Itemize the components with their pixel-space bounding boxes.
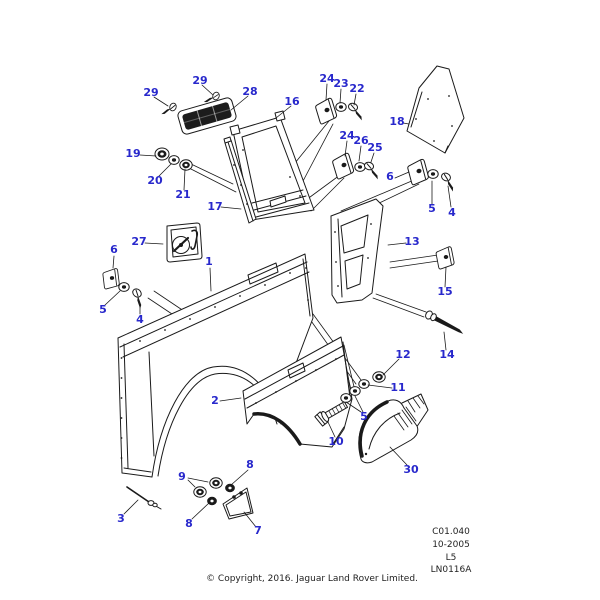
part-callout-30[interactable]: 30 [403, 462, 419, 476]
part-callout-6[interactable]: 6 [386, 169, 394, 183]
part-callout-15[interactable]: 15 [437, 284, 453, 298]
part-7-mounting-plate [222, 487, 254, 520]
part-callout-18[interactable]: 18 [389, 114, 405, 128]
part-callout-4[interactable]: 4 [448, 205, 456, 219]
part-15-clip [434, 245, 456, 270]
part-callout-11[interactable]: 11 [390, 380, 406, 394]
doc-ref-id: LN0116A [430, 565, 472, 576]
part-10-bolt [314, 401, 349, 427]
part-9-nut-b [209, 477, 223, 489]
part-callout-26[interactable]: 26 [353, 133, 369, 147]
part-callout-14[interactable]: 14 [439, 347, 455, 361]
part-callout-25[interactable]: 25 [367, 140, 383, 154]
part-3-drive-rivet [126, 486, 162, 510]
part-17-frame-channel [223, 136, 257, 224]
part-callout-20[interactable]: 20 [147, 173, 163, 187]
leader-lines [104, 83, 452, 528]
part-28-vent-grille [177, 97, 237, 135]
part-callout-29[interactable]: 29 [192, 73, 208, 87]
part-callout-7[interactable]: 7 [254, 523, 262, 537]
part-30-mudflap [358, 393, 429, 464]
part-callout-21[interactable]: 21 [175, 187, 191, 201]
part-callout-2[interactable]: 2 [211, 393, 219, 407]
part-callout-19[interactable]: 19 [125, 146, 141, 160]
doc-ref-page: L5 [445, 552, 457, 563]
part-callout-5[interactable]: 5 [99, 302, 107, 316]
part-6-clip-left [102, 267, 121, 290]
part-8-grommet-b [207, 496, 217, 506]
part-22-screw [345, 101, 367, 121]
part-19-grommet [154, 147, 170, 161]
part-14-long-rivet [425, 310, 464, 334]
part-callout-10[interactable]: 10 [328, 434, 344, 448]
part-callout-24[interactable]: 24 [339, 128, 355, 142]
part-12-nut [372, 371, 386, 383]
part-5-washer-stack-a [340, 393, 352, 403]
part-5-washer-left [118, 282, 130, 292]
part-callout-13[interactable]: 13 [404, 234, 420, 248]
part-5-washer-right [427, 169, 439, 179]
part-callout-22[interactable]: 22 [349, 81, 365, 95]
part-callout-9[interactable]: 9 [178, 469, 186, 483]
part-callout-3[interactable]: 3 [117, 511, 125, 525]
part-4-screw-left [126, 286, 150, 310]
part-callout-5[interactable]: 5 [428, 201, 436, 215]
part-callout-4[interactable]: 4 [136, 312, 144, 326]
part-23-washer [335, 102, 347, 112]
part-6-clip-right [406, 158, 431, 186]
part-5-washer-stack-b [349, 386, 361, 396]
part-callout-12[interactable]: 12 [395, 347, 411, 361]
doc-ref-sheet: C01.040 [432, 527, 470, 537]
part-26-washer [354, 162, 366, 172]
part-13-inner-arch-frame [330, 198, 384, 304]
part-1-rear-side-panel [117, 253, 314, 478]
part-21-nut [179, 159, 193, 171]
part-callout-28[interactable]: 28 [242, 84, 258, 98]
part-24-clip-lower [330, 152, 356, 180]
part-16-window-frame [229, 110, 315, 221]
part-callout-23[interactable]: 23 [333, 76, 349, 90]
part-callout-29[interactable]: 29 [143, 85, 159, 99]
part-callout-8[interactable]: 8 [185, 516, 193, 530]
part-25-screw [361, 160, 383, 180]
doc-reference-block: C01.040 10-2005 L5 LN0116A [405, 526, 497, 577]
part-9-nut-a [193, 486, 207, 498]
part-24-clip-upper [313, 97, 339, 125]
part-callout-16[interactable]: 16 [284, 94, 300, 108]
part-callout-17[interactable]: 17 [207, 199, 223, 213]
part-callout-8[interactable]: 8 [246, 457, 254, 471]
part-callout-5[interactable]: 5 [360, 409, 368, 423]
part-callout-24[interactable]: 24 [319, 71, 335, 85]
part-8-grommet-a [225, 483, 235, 493]
part-27-fuel-filler-housing [166, 222, 203, 263]
part-18-glass-panel [406, 65, 465, 154]
copyright-text: © Copyright, 2016. Jaguar Land Rover Lim… [206, 574, 418, 584]
doc-ref-date: 10-2005 [432, 539, 470, 550]
part-callout-1[interactable]: 1 [205, 254, 213, 268]
part-20-washer [168, 155, 180, 165]
part-callout-6[interactable]: 6 [110, 242, 118, 256]
part-callout-27[interactable]: 27 [131, 234, 147, 248]
part-11-washer [358, 379, 370, 389]
